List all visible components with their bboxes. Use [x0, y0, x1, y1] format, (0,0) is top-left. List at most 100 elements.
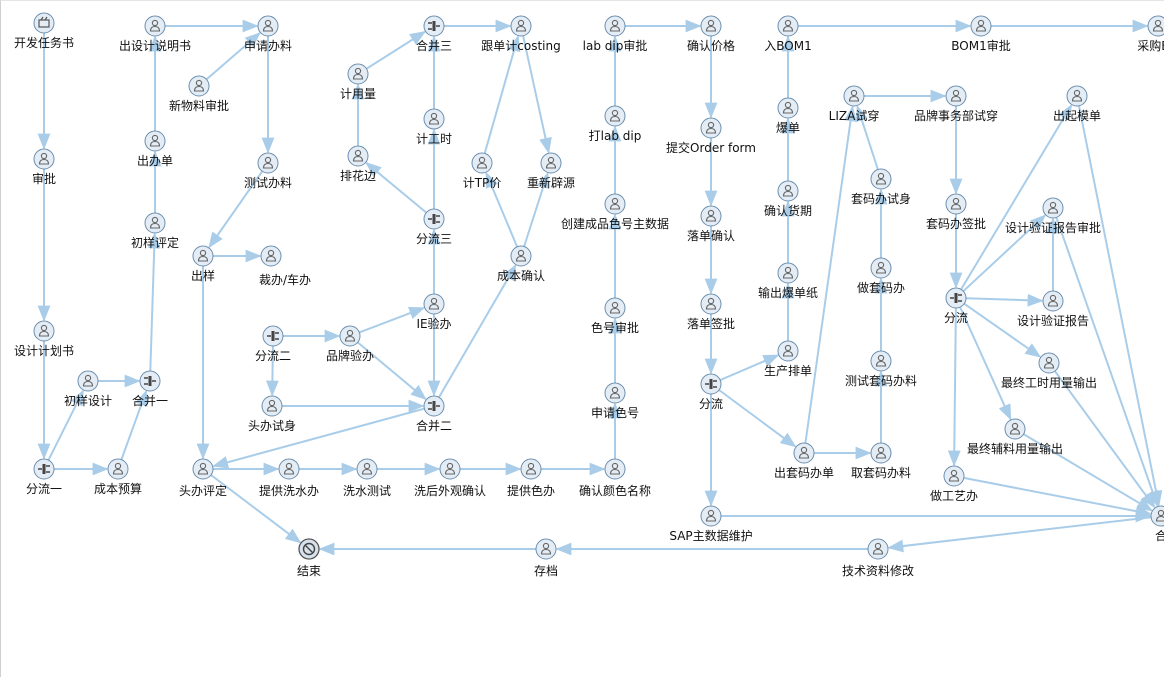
node-zgy[interactable]: 做工艺办	[930, 465, 978, 503]
node-gdj[interactable]: 跟单计costing	[481, 15, 561, 53]
document-icon	[33, 12, 55, 34]
edge-hb1-to-cypd	[147, 232, 161, 372]
node-dld[interactable]: 打lab dip	[589, 105, 642, 143]
node-ppsw[interactable]: 品牌事务部试穿	[914, 85, 998, 123]
node-label: LIZA试穿	[829, 108, 880, 123]
node-label: 落单确认	[687, 229, 735, 243]
node-cgbo[interactable]: 采购BO	[1137, 15, 1164, 53]
node-label: 合	[1155, 528, 1164, 543]
node-label: 审批	[32, 171, 56, 186]
node-label: 申请色号	[591, 406, 639, 420]
person-icon	[604, 382, 626, 404]
node-sap[interactable]: SAP主数据维护	[669, 505, 753, 543]
node-cxpy[interactable]: 重新辟源	[527, 152, 575, 190]
node-cy[interactable]: 出样	[191, 245, 215, 283]
node-liza[interactable]: LIZA试穿	[829, 85, 880, 123]
node-tmbqp[interactable]: 套码办签批	[926, 193, 986, 231]
node-qtmbl[interactable]: 取套码办料	[851, 442, 911, 480]
node-jszl[interactable]: 技术资料修改	[842, 538, 914, 578]
node-tbsh[interactable]: 头办试身	[248, 395, 296, 433]
node-tgxs[interactable]: 提供洗水办	[259, 458, 319, 498]
node-ztmb[interactable]: 做套码办	[857, 257, 905, 295]
node-cqmd[interactable]: 出起模单	[1053, 85, 1101, 123]
node-cd[interactable]: 存档	[534, 538, 558, 578]
node-tjof[interactable]: 提交Order form	[666, 117, 756, 155]
node-zzfl[interactable]: 最终辅料用量输出	[967, 418, 1063, 456]
node-shsp[interactable]: 色号审批	[591, 297, 639, 335]
node-fl[interactable]: 分流	[699, 373, 723, 411]
node-label: 成本预算	[94, 481, 142, 496]
node-csm[interactable]: 出设计说明书	[119, 15, 191, 53]
node-qrjg[interactable]: 确认价格	[687, 15, 735, 53]
node-jgs[interactable]: 计工时	[416, 108, 452, 146]
node-label: 出样	[191, 268, 215, 283]
node-qrhq[interactable]: 确认货期	[764, 180, 812, 218]
node-xscs[interactable]: 洗水测试	[343, 458, 391, 498]
node-bd[interactable]: 爆单	[776, 97, 800, 135]
node-kf[interactable]: 开发任务书	[14, 12, 74, 50]
node-label: 入BOM1	[764, 39, 811, 53]
node-fl2[interactable]: 分流二	[255, 325, 291, 363]
node-flr[interactable]: 分流	[944, 287, 968, 325]
node-qrys[interactable]: 确认颜色名称	[579, 458, 651, 498]
node-label: 分流	[944, 311, 968, 325]
node-bom1[interactable]: BOM1审批	[951, 15, 1011, 53]
node-sqbl[interactable]: 申请办料	[244, 15, 292, 53]
node-label: 做套码办	[857, 280, 905, 295]
node-ldqr[interactable]: 落单确认	[687, 205, 735, 243]
node-tgsb[interactable]: 提供色办	[507, 458, 555, 498]
node-xhwg[interactable]: 洗后外观确认	[414, 458, 486, 498]
edge-fl-to-scpd	[719, 354, 780, 382]
node-ldqp[interactable]: 落单签批	[687, 293, 735, 331]
node-rbom[interactable]: 入BOM1	[764, 15, 812, 53]
node-sjjh[interactable]: 设计计划书	[14, 320, 74, 358]
node-label: 合并二	[416, 418, 452, 433]
node-cbqr[interactable]: 成本确认	[497, 245, 545, 283]
node-cbcb[interactable]: 裁办/车办	[259, 245, 311, 287]
node-sjyz[interactable]: 设计验证报告	[1017, 290, 1089, 328]
node-jtp[interactable]: 计TP价	[463, 152, 502, 190]
node-ppyb[interactable]: 品牌验办	[326, 325, 374, 363]
node-fl3[interactable]: 分流三	[416, 208, 452, 246]
node-tmbss[interactable]: 套码办试身	[851, 168, 911, 206]
node-ldsp[interactable]: lab dip审批	[583, 15, 648, 53]
person-icon	[870, 442, 892, 464]
node-csj[interactable]: 初样设计	[64, 370, 112, 408]
edge-fl-to-ctmbd	[718, 389, 797, 448]
node-sp[interactable]: 审批	[32, 148, 56, 186]
node-sjyzsp[interactable]: 设计验证报告审批	[1005, 197, 1101, 235]
node-tbpd[interactable]: 头办评定	[179, 458, 227, 498]
node-hb3[interactable]: 合并三	[416, 15, 452, 53]
node-scpd[interactable]: 生产排单	[764, 340, 812, 378]
node-sqsh[interactable]: 申请色号	[591, 382, 639, 420]
node-ctmbd[interactable]: 出套码办单	[774, 442, 834, 480]
node-cypd[interactable]: 初样评定	[131, 212, 179, 250]
node-js[interactable]: 结束	[297, 538, 321, 578]
node-cbd[interactable]: 出办单	[137, 130, 173, 168]
merge-icon	[423, 15, 445, 37]
edge-cbqr-to-cxpy	[523, 171, 550, 247]
node-scbdz[interactable]: 输出爆单纸	[758, 262, 818, 300]
node-jyl[interactable]: 计用量	[340, 63, 376, 101]
node-label: 洗后外观确认	[414, 484, 486, 498]
node-pbb[interactable]: 排花边	[340, 145, 376, 183]
node-cstmbl[interactable]: 测试套码办料	[845, 350, 917, 388]
node-cjcp[interactable]: 创建成品色号主数据	[561, 193, 669, 231]
node-xwl[interactable]: 新物料审批	[169, 75, 229, 113]
node-ieyb[interactable]: IE验办	[416, 293, 452, 331]
node-hb1[interactable]: 合并一	[132, 370, 168, 408]
node-he[interactable]: 合	[1150, 505, 1164, 543]
split-icon	[423, 208, 445, 230]
node-label: 成本确认	[497, 269, 545, 283]
node-hb2[interactable]: 合并二	[416, 395, 452, 433]
node-csbl[interactable]: 测试办料	[244, 152, 292, 190]
edge-cbqr-to-jtp	[485, 171, 519, 248]
node-label: 合并一	[132, 393, 168, 408]
edge-gdj-to-cxpy	[522, 35, 552, 154]
node-cbys[interactable]: 成本预算	[94, 458, 142, 496]
person-icon	[777, 180, 799, 202]
person-icon	[144, 130, 166, 152]
node-fl1[interactable]: 分流一	[26, 458, 62, 496]
node-zzgs[interactable]: 最终工时用量输出	[1001, 352, 1097, 390]
